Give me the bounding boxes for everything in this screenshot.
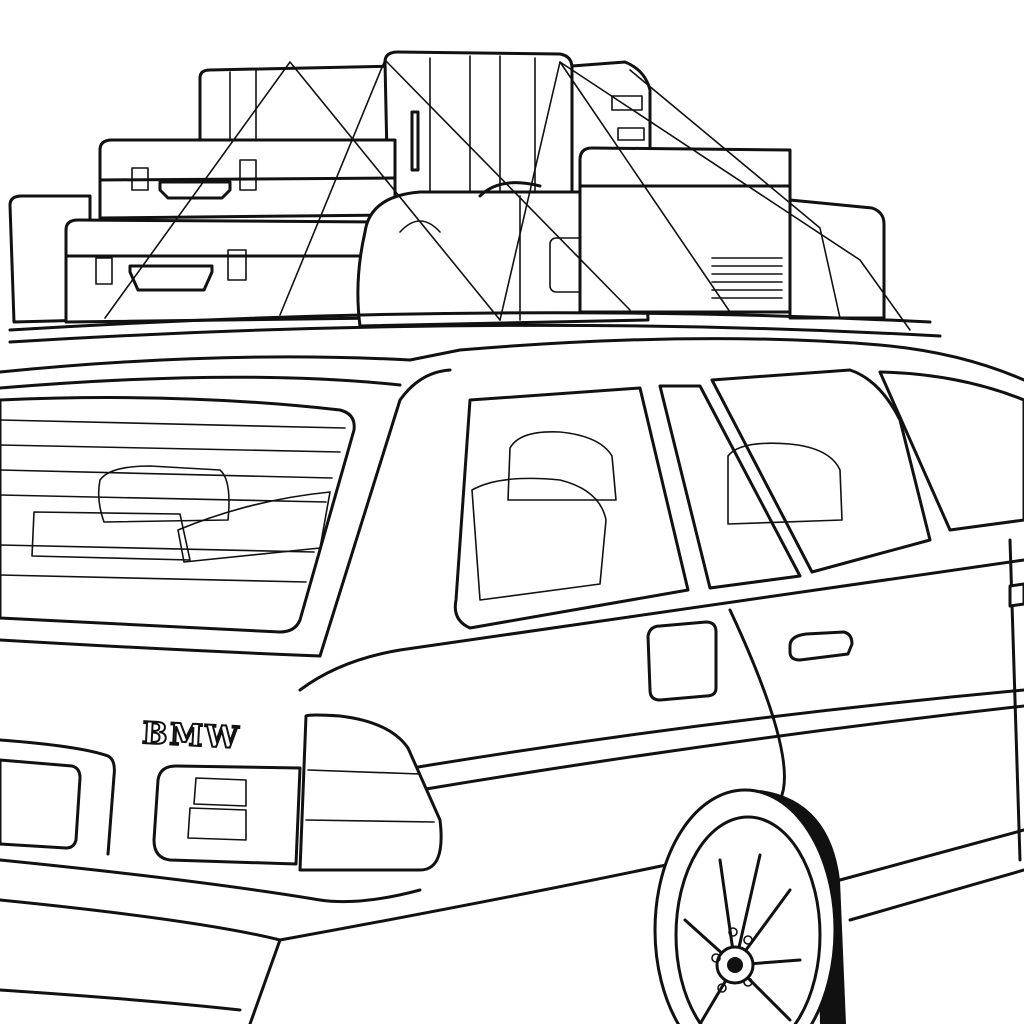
door-handle [1008, 582, 1024, 608]
roof-luggage [8, 50, 911, 331]
rear-wheel [653, 788, 846, 1024]
roof-rack-rail-lower [8, 323, 942, 344]
cargo-bag [97, 465, 230, 523]
seat-back [471, 477, 607, 601]
suitcase-handle-icon [128, 264, 214, 292]
center-cap-logo [727, 957, 743, 973]
cooler-box [578, 146, 792, 314]
cargo-bag [31, 511, 191, 561]
door-handle [788, 630, 854, 662]
rim [674, 815, 822, 1024]
rear-defroster-lines [0, 419, 346, 583]
lug-nuts [711, 927, 753, 993]
rear-door-window [710, 368, 932, 574]
fuel-flap [646, 620, 718, 702]
suitcase-right-rear [788, 198, 886, 320]
rear-side-window [453, 386, 690, 630]
door-seam [728, 608, 786, 802]
front-door-window [878, 370, 1024, 532]
suitcase-handle-icon [158, 180, 232, 200]
roof-rack-rail [8, 311, 932, 332]
cargo-bag [177, 491, 331, 563]
tail-light-inner [152, 764, 302, 866]
seat-headrest [727, 442, 843, 525]
license-plate [0, 758, 82, 850]
quarter-window [658, 384, 802, 590]
tail-light-outer [298, 713, 443, 872]
rear-window [0, 396, 356, 634]
vent-grille-icon [711, 257, 783, 299]
suitcase-handle-icon [410, 110, 420, 172]
car-badge: BMW [141, 716, 241, 756]
car-body: BMW [0, 337, 1024, 1024]
seat-headrest [507, 431, 617, 501]
bungee-cords [104, 59, 911, 331]
